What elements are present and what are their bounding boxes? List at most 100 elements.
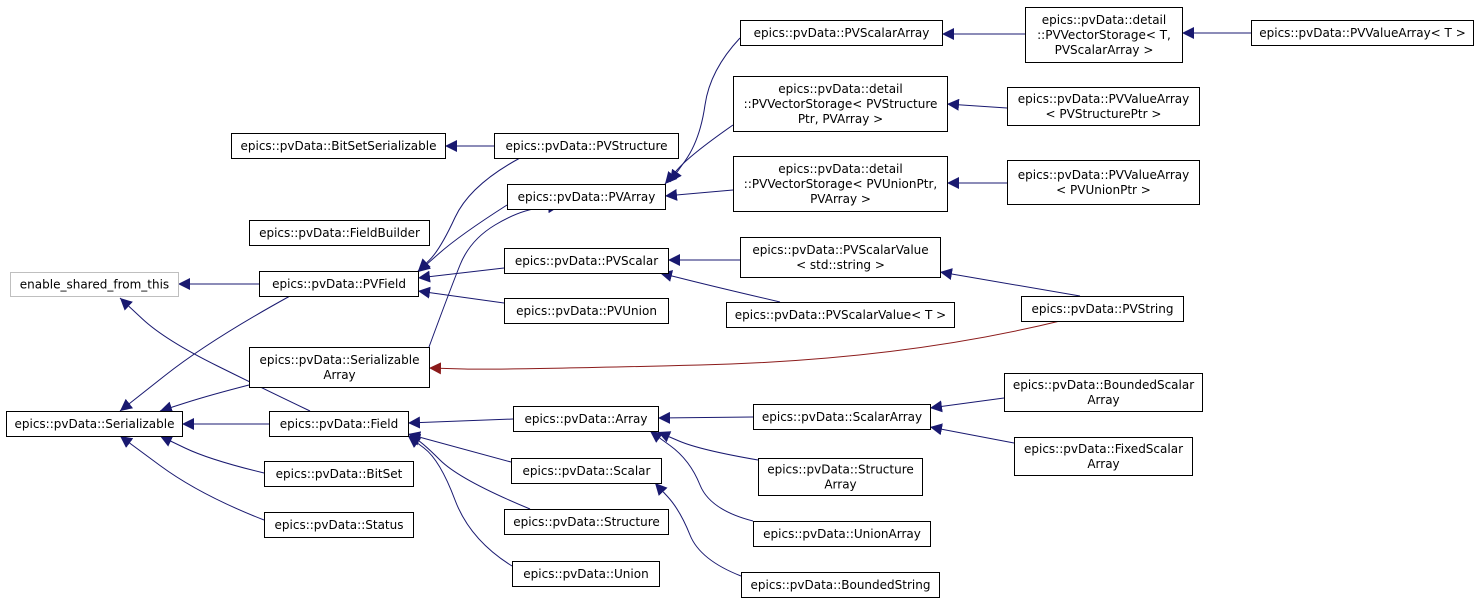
class-box — [740, 237, 941, 278]
class-box — [504, 248, 669, 274]
class-box — [741, 572, 940, 598]
class-box — [507, 184, 666, 210]
class-node-field-builder[interactable]: epics::pvData::FieldBuilder — [249, 220, 430, 246]
class-label: Array — [824, 478, 856, 492]
class-node-pvvalue-array-t[interactable]: epics::pvData::PVValueArray< T > — [1251, 20, 1474, 46]
class-label: epics::pvData::PVScalar — [515, 254, 658, 268]
class-node-union[interactable]: epics::pvData::Union — [512, 561, 660, 587]
class-node-scalar-array[interactable]: epics::pvData::ScalarArray — [753, 404, 931, 430]
class-label: epics::pvData::PVValueArray — [1018, 92, 1189, 106]
class-node-pvvalue-array-union-ptr[interactable]: epics::pvData::PVValueArray< PVUnionPtr … — [1007, 160, 1200, 205]
class-label: epics::pvData::PVValueArray — [1018, 168, 1189, 182]
class-box — [512, 561, 660, 587]
class-label: epics::pvData::BitSetSerializable — [241, 139, 437, 153]
class-label: enable_shared_from_this — [20, 278, 169, 292]
class-node-pvvalue-array-structure-ptr[interactable]: epics::pvData::PVValueArray< PVStructure… — [1007, 87, 1200, 126]
edge-pvfield-to-serializable — [119, 295, 291, 412]
class-box — [249, 347, 430, 388]
class-node-field[interactable]: epics::pvData::Field — [269, 411, 409, 437]
class-node-pvvector-storage-t[interactable]: epics::pvData::detail::PVVectorStorage< … — [1025, 7, 1183, 63]
class-label: Array — [1087, 457, 1119, 471]
edge-serializable-array-to-pvarray — [428, 201, 561, 348]
class-node-pvscalar-array[interactable]: epics::pvData::PVScalarArray — [740, 20, 943, 46]
class-label: epics::pvData::PVScalarValue — [752, 243, 928, 257]
class-node-pvarray[interactable]: epics::pvData::PVArray — [507, 184, 666, 210]
nodes-layer: enable_shared_from_thisepics::pvData::Se… — [6, 7, 1474, 598]
class-label: epics::pvData::PVString — [1032, 302, 1174, 316]
class-node-pvscalar[interactable]: epics::pvData::PVScalar — [504, 248, 669, 274]
edges-layer — [119, 27, 1251, 577]
edge-scalar-to-field — [407, 431, 512, 463]
edge-union-array-to-array — [649, 430, 754, 522]
edge-pvunion-to-pvfield — [417, 286, 505, 304]
class-box — [753, 404, 931, 430]
class-label: epics::pvData::Serializable — [259, 353, 419, 367]
class-box — [1021, 296, 1184, 322]
class-label: epics::pvData::PVField — [272, 277, 406, 291]
class-node-structure[interactable]: epics::pvData::Structure — [504, 509, 669, 535]
class-node-pvvector-storage-structure-ptr[interactable]: epics::pvData::detail::PVVectorStorage< … — [733, 76, 948, 132]
class-box — [264, 512, 414, 538]
class-node-bit-set-serializable[interactable]: epics::pvData::BitSetSerializable — [231, 133, 446, 159]
class-label: epics::pvData::Serializable — [14, 417, 174, 431]
class-box — [1007, 87, 1200, 126]
class-label: epics::pvData::detail — [778, 162, 902, 176]
edge-pvscalar-value-t-to-pvscalar — [659, 270, 781, 303]
class-label: ::PVVectorStorage< PVStructure — [744, 97, 938, 111]
class-node-serializable[interactable]: epics::pvData::Serializable — [6, 411, 183, 437]
class-node-bit-set[interactable]: epics::pvData::BitSet — [264, 461, 414, 487]
class-node-status[interactable]: epics::pvData::Status — [264, 512, 414, 538]
class-label: epics::pvData::Structure — [513, 515, 660, 529]
edge-pvvector-storage-structure-ptr-to-pvarray — [664, 124, 734, 185]
class-label: epics::pvData::PVArray — [518, 190, 656, 204]
class-label: Ptr, PVArray > — [798, 112, 883, 126]
class-box — [1004, 373, 1203, 412]
class-box — [1251, 20, 1474, 46]
class-node-pvscalar-value-string[interactable]: epics::pvData::PVScalarValue< std::strin… — [740, 237, 941, 278]
class-label: epics::pvData::PVScalarValue< T > — [735, 308, 946, 322]
class-label: epics::pvData::ScalarArray — [762, 410, 922, 424]
class-label: < PVStructurePtr > — [1046, 107, 1162, 121]
class-node-pvstructure[interactable]: epics::pvData::PVStructure — [494, 133, 679, 159]
class-node-pvstring[interactable]: epics::pvData::PVString — [1021, 296, 1184, 322]
class-label: < PVUnionPtr > — [1056, 183, 1151, 197]
class-label: epics::pvData::PVScalarArray — [754, 26, 930, 40]
class-node-pvscalar-value-t[interactable]: epics::pvData::PVScalarValue< T > — [726, 302, 955, 328]
edge-pvstring-to-serializable-array — [428, 320, 1061, 375]
edge-pvvector-storage-union-ptr-to-pvarray — [664, 188, 734, 201]
class-box — [6, 411, 183, 437]
class-box — [753, 521, 931, 547]
class-node-enable-shared-from-this: enable_shared_from_this — [10, 272, 179, 297]
class-label: epics::pvData::Scalar — [523, 464, 651, 478]
class-label: Array — [1087, 393, 1119, 407]
class-node-pvfield[interactable]: epics::pvData::PVField — [259, 271, 419, 297]
edge-field-to-enable-shared-from-this — [119, 297, 311, 412]
class-node-union-array[interactable]: epics::pvData::UnionArray — [753, 521, 931, 547]
class-label: < std::string > — [796, 258, 885, 272]
class-node-array[interactable]: epics::pvData::Array — [513, 406, 659, 432]
edge-array-to-field — [407, 416, 514, 429]
class-label: epics::pvData::PVUnion — [516, 304, 657, 318]
class-label: Array — [323, 368, 355, 382]
class-box — [740, 20, 943, 46]
class-box — [269, 411, 409, 437]
class-label: epics::pvData::detail — [778, 82, 902, 96]
edge-union-to-field — [407, 435, 513, 567]
edge-serializable-array-to-serializable — [159, 384, 250, 414]
edge-pvscalar-to-pvfield — [417, 267, 505, 283]
class-label: epics::pvData::detail — [1042, 13, 1166, 27]
class-node-bounded-string[interactable]: epics::pvData::BoundedString — [741, 572, 940, 598]
class-label: epics::pvData::FieldBuilder — [259, 226, 420, 240]
class-node-pvvector-storage-union-ptr[interactable]: epics::pvData::detail::PVVectorStorage< … — [733, 156, 948, 212]
class-label: ::PVVectorStorage< T, — [1037, 28, 1171, 42]
edge-structure-array-to-array — [657, 431, 759, 461]
class-node-pvunion[interactable]: epics::pvData::PVUnion — [504, 298, 669, 324]
class-box — [733, 156, 948, 212]
class-node-scalar[interactable]: epics::pvData::Scalar — [511, 458, 662, 484]
class-box — [511, 458, 662, 484]
